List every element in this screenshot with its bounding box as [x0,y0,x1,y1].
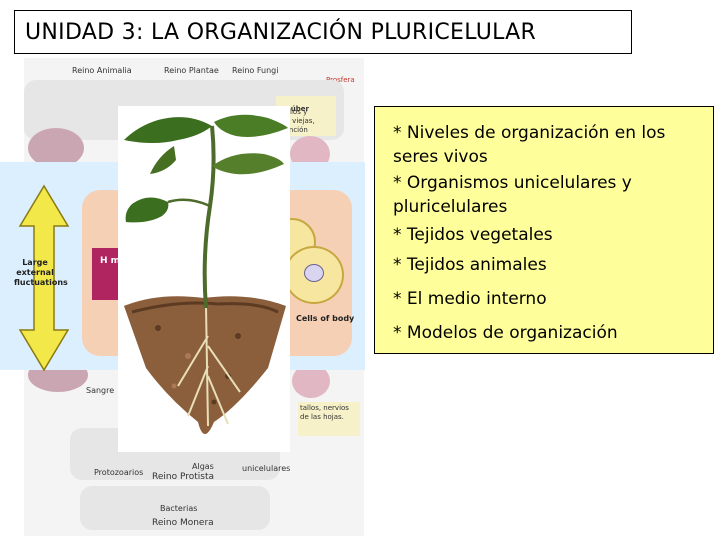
plant-image-card [118,106,290,452]
topics-panel: * Niveles de organización en los seres v… [374,106,714,354]
topic-tejidos-animales: * Tejidos animales [393,255,547,275]
monera-band [80,486,270,530]
kingdom-animalia-label: Reino Animalia [72,66,132,75]
kingdom-plantae-label: Reino Plantae [164,66,219,75]
kingdom-fungi-label: Reino Fungi [232,66,279,75]
topic-organismos: * Organismos unicelulares y pluricelular… [393,173,632,217]
cells-of-body-label: Cells of body [296,314,355,323]
seedling-illustration [124,114,288,434]
kingdom-monera-label: Reino Monera [152,518,214,528]
large-fluctuations-label: Large external fluctuations [14,258,68,287]
internal-environment-box: H m [92,248,122,300]
topic-medio-interno: * El medio interno [393,289,547,309]
suber-label: Súber [285,105,309,113]
protozoarios-label: Protozoarios [94,468,144,477]
unicelulares-label: unicelulares [242,464,291,473]
topic-tejidos-vegetales: * Tejidos vegetales [393,225,553,245]
sangre-label: Sangre [86,386,115,395]
tallos-note: tallos, nervios de las hojas. [298,402,360,436]
title-box: UNIDAD 3: LA ORGANIZACIÓN PLURICELULAR [14,10,632,54]
double-arrow-icon [18,184,70,372]
kingdom-protista-label: Reino Protista [152,472,214,482]
tissue-circle-top-left [28,128,84,168]
slide-title: UNIDAD 3: LA ORGANIZACIÓN PLURICELULAR [25,20,537,45]
prosfera-label: Prosfera [326,76,355,84]
bacterias-label: Bacterias [160,504,198,513]
topic-modelos: * Modelos de organización [393,323,618,343]
topic-niveles: * Niveles de organización en los seres v… [393,123,666,167]
cell-nucleus [304,264,324,282]
algas-label: Algas [192,462,214,471]
